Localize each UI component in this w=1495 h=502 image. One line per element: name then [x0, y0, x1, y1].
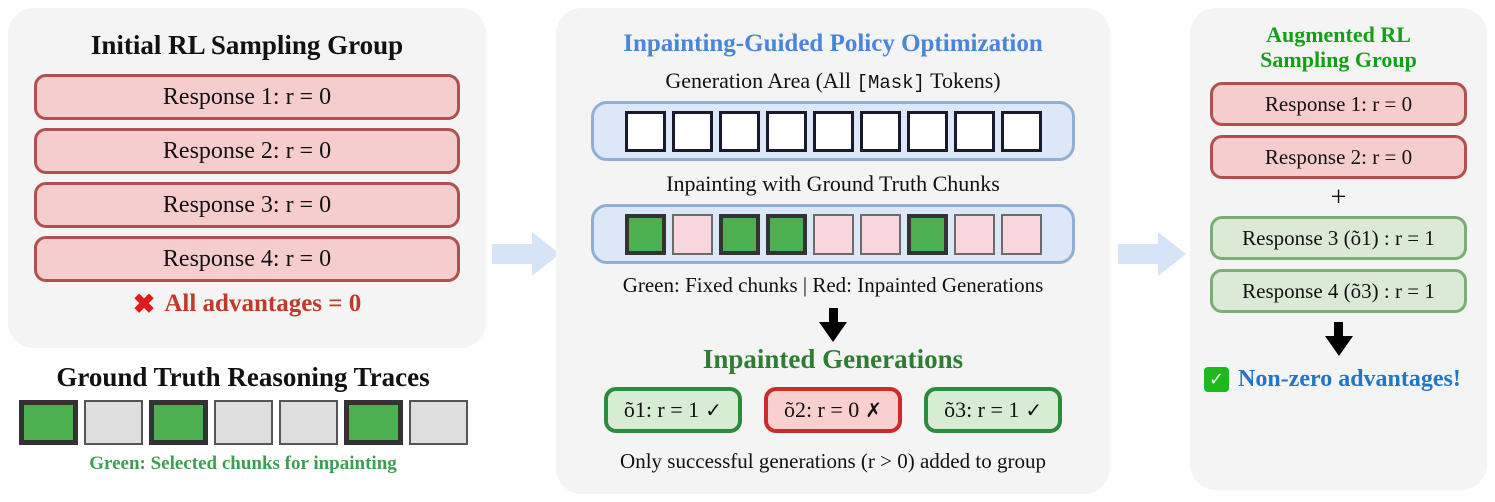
- initial-response-list: Response 1: r = 0 Response 2: r = 0 Resp…: [8, 74, 486, 283]
- mask-token: [765, 110, 807, 152]
- check-icon: ✓: [1025, 398, 1043, 422]
- cross-icon: ✗: [865, 398, 883, 422]
- down-arrow-icon: [1190, 322, 1487, 357]
- flow-arrow-right-icon: [1118, 232, 1186, 276]
- title-line-2: Sampling Group: [1260, 46, 1417, 72]
- mask-token-label: [Mask]: [856, 72, 925, 94]
- inpainted-token: [671, 213, 713, 255]
- list-item: Response 3 (õ1) : r = 1: [1210, 216, 1467, 261]
- check-icon: ✓: [705, 398, 722, 422]
- mask-token: [812, 110, 854, 152]
- ground-truth-caption: Green: Selected chunks for inpainting: [89, 453, 397, 474]
- list-item: Response 1: r = 0: [1210, 82, 1467, 127]
- fixed-chunk-token: [906, 213, 948, 255]
- page-title-inpainting: Inpainting-Guided Policy Optimization: [623, 30, 1043, 57]
- initial-sampling-group-panel: Initial RL Sampling Group Response 1: r …: [8, 8, 486, 348]
- down-arrow-icon: [556, 308, 1110, 342]
- inpainted-token: [953, 213, 995, 255]
- ground-truth-title: Ground Truth Reasoning Traces: [56, 362, 430, 392]
- generation-footnote: Only successful generations (r > 0) adde…: [620, 449, 1046, 473]
- pill-label: õ3: r = 1: [944, 397, 1020, 422]
- list-item: Response 2: r = 0: [34, 128, 460, 175]
- pill-label: õ1: r = 1: [623, 397, 700, 422]
- fixed-chunk-token: [718, 213, 760, 255]
- inpainted-token: [859, 213, 901, 255]
- generation-area-label-post: Tokens): [924, 68, 1001, 93]
- mask-token: [718, 110, 760, 152]
- inpainted-strip: [591, 204, 1075, 264]
- generation-pill-o3: õ3: r = 1 ✓: [924, 387, 1063, 433]
- augmented-response-list: Response 1: r = 0 Response 2: r = 0 + Re…: [1190, 82, 1487, 314]
- fixed-chunk-token: [765, 213, 807, 255]
- inpainted-generations-title: Inpainted Generations: [702, 344, 964, 374]
- generation-area-label-pre: Generation Area (All: [665, 68, 857, 93]
- pill-label: õ2: r = 0: [783, 397, 860, 422]
- chunk-gray: [83, 400, 143, 445]
- arrow-head: [532, 232, 560, 276]
- arrow-head: [1158, 232, 1186, 276]
- inpainted-token: [812, 213, 854, 255]
- ground-truth-traces-block: Ground Truth Reasoning Traces Green: Sel…: [8, 362, 478, 475]
- page-title-initial-group: Initial RL Sampling Group: [90, 30, 404, 60]
- arrow-stem: [1334, 322, 1343, 337]
- chunk-green: [18, 400, 78, 445]
- chunk-legend: Green: Fixed chunks | Red: Inpainted Gen…: [622, 273, 1044, 297]
- arrow-stem: [828, 308, 838, 322]
- arrow-head: [1324, 336, 1353, 357]
- page-title-augmented-group: Augmented RL Sampling Group: [1190, 22, 1487, 72]
- arrow-tail: [1118, 244, 1160, 264]
- generation-pill-row: õ1: r = 1 ✓ õ2: r = 0 ✗ õ3: r = 1 ✓: [556, 387, 1110, 433]
- zero-advantage-status: ✖ All advantages = 0: [8, 290, 486, 318]
- nonzero-advantage-status: ✓ Non-zero advantages!: [1190, 366, 1487, 393]
- inpainting-policy-panel: Inpainting-Guided Policy Optimization Ge…: [556, 8, 1110, 494]
- arrow-head: [819, 322, 847, 342]
- mask-token: [671, 110, 713, 152]
- inpainting-label: Inpainting with Ground Truth Chunks: [666, 171, 1000, 196]
- mask-token: [859, 110, 901, 152]
- fixed-chunk-token: [624, 213, 666, 255]
- list-item: Response 3: r = 0: [34, 182, 460, 229]
- chunk-gray: [408, 400, 468, 445]
- plus-icon: +: [1330, 182, 1347, 214]
- flow-arrow-right-icon: [492, 232, 560, 276]
- list-item: Response 4 (õ3) : r = 1: [1210, 269, 1467, 314]
- generation-pill-o2: õ2: r = 0 ✗: [763, 387, 903, 433]
- chunk-gray: [213, 400, 273, 445]
- ground-truth-chunk-row: [8, 400, 478, 445]
- cross-icon: ✖: [132, 288, 156, 319]
- mask-token: [624, 110, 666, 152]
- chunk-gray: [278, 400, 338, 445]
- list-item: Response 2: r = 0: [1210, 135, 1467, 180]
- arrow-tail: [492, 244, 534, 264]
- chunk-green: [343, 400, 403, 445]
- list-item: Response 1: r = 0: [34, 74, 460, 121]
- chunk-green: [148, 400, 208, 445]
- check-icon: ✓: [1204, 367, 1229, 393]
- inpainted-token: [1000, 213, 1042, 255]
- mask-token: [906, 110, 948, 152]
- generation-area-strip: [591, 101, 1075, 161]
- generation-area-label: Generation Area (All [Mask] Tokens): [556, 68, 1110, 94]
- title-line-1: Augmented RL: [1266, 22, 1411, 47]
- mask-token: [953, 110, 995, 152]
- list-item: Response 4: r = 0: [34, 236, 460, 283]
- generation-pill-o1: õ1: r = 1 ✓: [603, 387, 742, 433]
- augmented-sampling-group-panel: Augmented RL Sampling Group Response 1: …: [1190, 8, 1487, 490]
- mask-token: [1000, 110, 1042, 152]
- status-badge: Non-zero advantages!: [1238, 366, 1461, 393]
- status-badge: All advantages = 0: [164, 290, 362, 318]
